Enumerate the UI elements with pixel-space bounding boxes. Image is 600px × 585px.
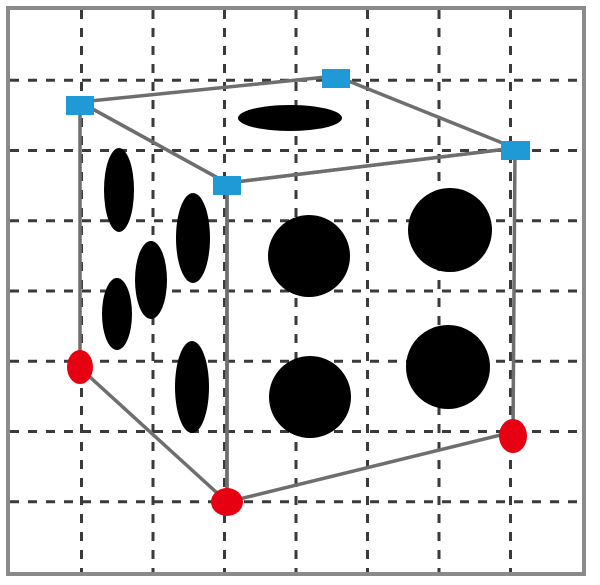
circle-marker	[499, 419, 527, 453]
front-face-pip	[408, 188, 492, 272]
left-face-pip	[102, 278, 132, 350]
left-face-pip	[176, 193, 210, 283]
left-face-pip	[104, 148, 134, 232]
top-face-pip	[238, 105, 342, 131]
front-face-pip	[269, 356, 351, 438]
corner-markers	[66, 69, 530, 516]
circle-marker	[211, 488, 243, 516]
left-face-pip	[135, 241, 167, 319]
circle-marker	[67, 350, 93, 384]
square-marker	[501, 141, 530, 160]
die-left-face	[78, 100, 229, 504]
figure-frame	[6, 6, 586, 576]
front-face-pip	[406, 325, 490, 409]
square-marker	[213, 176, 241, 195]
square-marker	[322, 69, 350, 88]
left-face-pip	[175, 341, 209, 433]
square-marker	[66, 96, 94, 115]
front-face-pip	[268, 215, 350, 297]
